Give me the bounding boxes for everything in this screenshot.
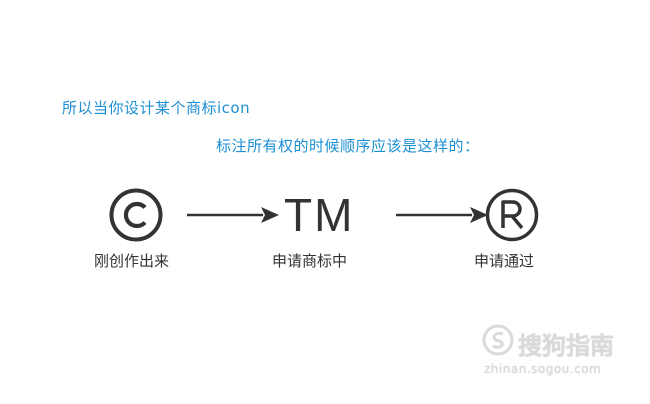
trademark-icon: TM — [284, 189, 355, 241]
copyright-icon — [108, 187, 164, 243]
intro-line-2: 标注所有权的时候顺序应该是这样的： — [216, 137, 480, 155]
stage-label-approved: 申请通过 — [474, 252, 535, 270]
stage-label-created: 刚创作出来 — [94, 252, 170, 270]
registered-icon — [484, 187, 540, 243]
intro-line-1: 所以当你设计某个商标icon — [62, 99, 251, 117]
watermark-url: zhinan.sogou.com — [484, 362, 602, 376]
stage-label-applying: 申请商标中 — [272, 252, 348, 270]
arrow-right-icon — [396, 205, 488, 229]
sogou-logo-icon — [482, 324, 514, 356]
watermark: 搜狗指南 zhinan.sogou.com — [470, 318, 640, 388]
arrow-right-icon — [187, 205, 279, 229]
watermark-name: 搜狗指南 — [518, 332, 614, 360]
